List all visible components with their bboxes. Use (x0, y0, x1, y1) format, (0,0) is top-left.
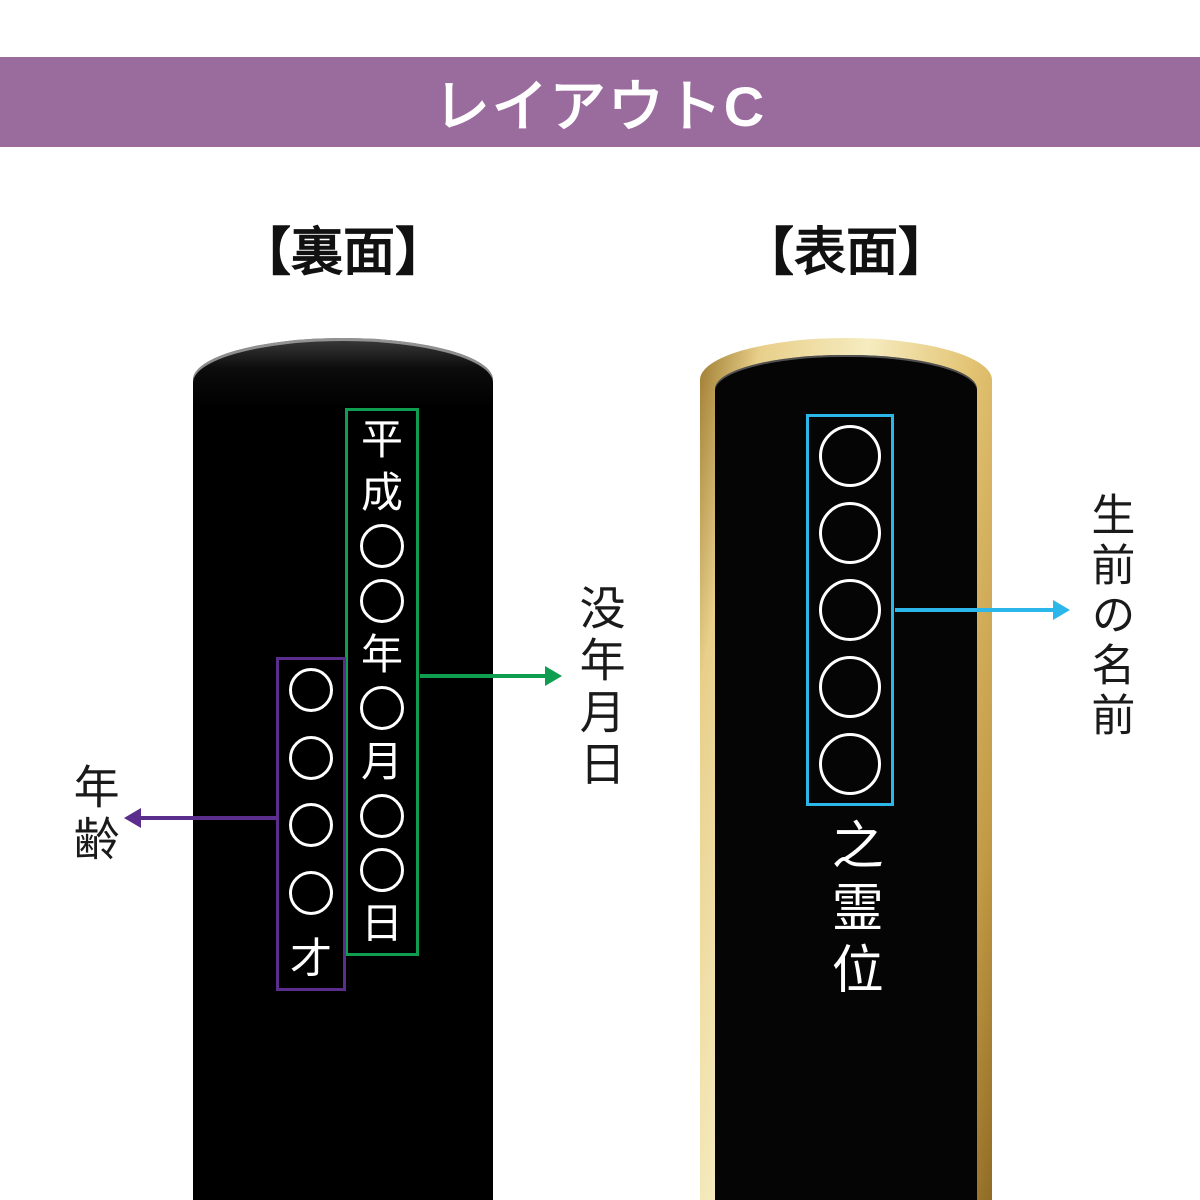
tablet-character: 年 (360, 629, 403, 679)
tablet-character: 才 (289, 934, 332, 983)
placeholder-circle (360, 524, 404, 569)
placeholder-circle (360, 578, 404, 623)
page-title: レイアウトC (433, 74, 767, 138)
tablet-character: 成 (360, 467, 403, 517)
placeholder-circle (360, 793, 404, 838)
placeholder-circle (289, 870, 333, 915)
death-date-arrow-head-icon (545, 666, 562, 686)
placeholder-circle (819, 579, 881, 641)
placeholder-circle (819, 733, 881, 795)
death-date-arrow-line (420, 674, 546, 678)
back-side-label: 【裏面】 (238, 224, 447, 282)
placeholder-circle (360, 686, 404, 731)
tablet-suffix-text: 之霊位 (822, 818, 883, 1004)
placeholder-circle (360, 848, 404, 893)
age-arrow-line (141, 816, 276, 820)
age-sequence: 才 (279, 660, 343, 988)
tablet-character: 月 (360, 736, 403, 786)
placeholder-circle (819, 656, 881, 718)
age-box: 才 (276, 657, 346, 991)
placeholder-circle (289, 803, 333, 847)
tablet-character: 日 (360, 898, 403, 948)
death-date-sequence: 平成年月日 (348, 411, 416, 953)
placeholder-circle (289, 668, 333, 712)
name-box (806, 414, 894, 806)
placeholder-circle (819, 502, 881, 564)
placeholder-circle (819, 425, 881, 487)
name-sequence (809, 417, 891, 803)
age-arrow-head-icon (124, 808, 141, 828)
age-annotation: 年齢 (67, 763, 120, 867)
name-arrow-line (895, 608, 1055, 612)
death-date-annotation: 没年月日 (573, 584, 626, 792)
front-side-label: 【表面】 (741, 224, 950, 282)
name-annotation: 生前の名前 (1084, 492, 1134, 742)
name-arrow-head-icon (1053, 600, 1070, 620)
tablet-character: 平 (360, 415, 403, 464)
header-band: レイアウトC (0, 57, 1200, 147)
death-date-box: 平成年月日 (345, 408, 419, 956)
placeholder-circle (289, 735, 333, 780)
